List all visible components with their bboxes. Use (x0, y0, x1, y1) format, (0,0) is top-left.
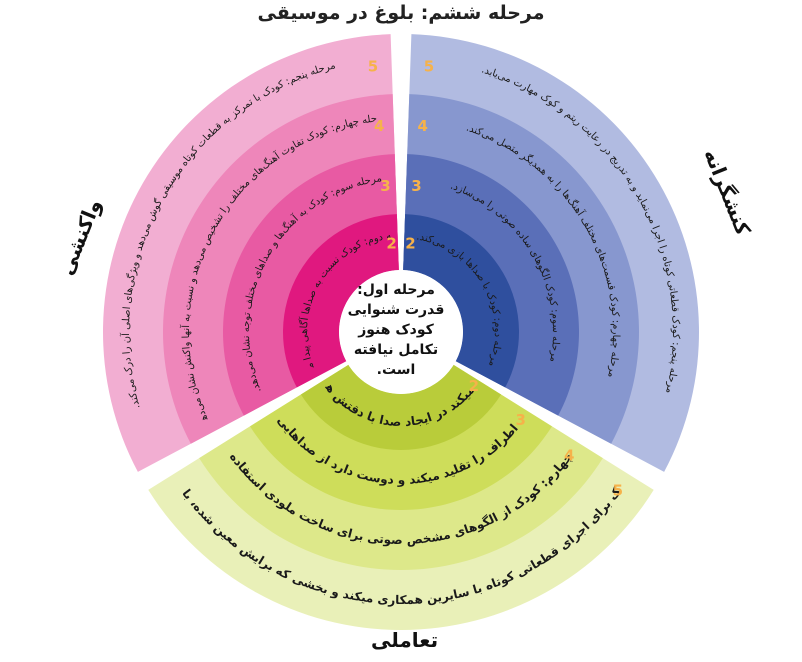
ring-bottom-stage-2 (300, 364, 502, 450)
ring-right-stage-2 (403, 214, 519, 388)
stage-number-right-3: 3 (411, 177, 421, 195)
stage-number-bottom-2: 2 (469, 377, 479, 395)
stage-number-left-5: 5 (368, 57, 378, 75)
ring-left-stage-2 (283, 214, 399, 388)
stage-number-bottom-3: 3 (516, 411, 526, 429)
stage-numbers: 2 3 4 5 2 3 4 5 2 3 4 5 (368, 57, 623, 499)
stage-number-right-5: 5 (424, 57, 434, 75)
sector-title-bottom: تعاملی (371, 628, 439, 652)
stage-number-right-4: 4 (418, 117, 428, 135)
stage-number-left-2: 2 (386, 234, 396, 252)
center-text: مرحله اول: قدرت شنوایی کودک هنوز تکامل ن… (347, 282, 445, 378)
stage-number-bottom-4: 4 (564, 446, 574, 464)
stage-number-left-3: 3 (380, 177, 390, 195)
sector-rings (102, 34, 699, 631)
stage-number-left-4: 4 (374, 117, 384, 135)
stage-number-bottom-5: 5 (613, 482, 623, 500)
center-circle (339, 270, 463, 394)
diagram-title: مرحله ششم: بلوغ در موسیقی (257, 2, 545, 24)
stage-number-right-2: 2 (405, 234, 415, 252)
